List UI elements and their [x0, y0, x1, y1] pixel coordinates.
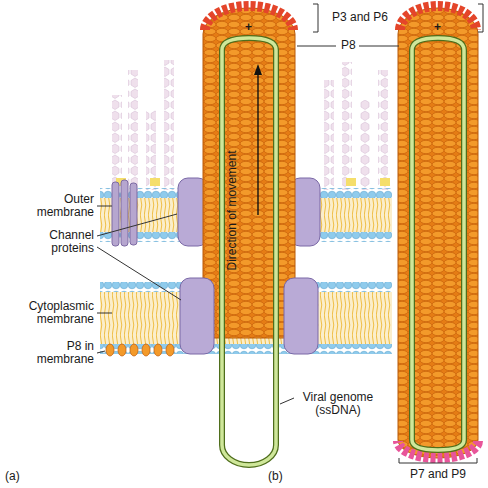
- membrane-label: Cytoplasmic membrane: [20, 300, 94, 326]
- protein-label: P3 and P6: [332, 11, 388, 24]
- polarity-sign: +: [434, 21, 441, 34]
- p8-in-membrane: [106, 344, 174, 356]
- viral-genome: [412, 38, 464, 450]
- protein-label: Channel proteins: [36, 229, 94, 255]
- phage-coat: [203, 8, 295, 338]
- polarity-sign: +: [245, 21, 252, 34]
- protein-label: P8: [341, 39, 356, 52]
- leader-lines: [97, 4, 483, 463]
- viral-genome: [412, 38, 464, 450]
- direction-label: Direction of movement: [226, 150, 239, 270]
- genome-label: Viral genome (ssDNA): [296, 391, 380, 417]
- phage-coat: [398, 8, 478, 458]
- viral-genome: [222, 38, 276, 465]
- porin-protein: [112, 180, 137, 246]
- panel-label: (b): [268, 470, 283, 483]
- panel-label: (a): [5, 470, 20, 483]
- protein-label: P8 in membrane: [36, 340, 94, 366]
- membrane-label: Outer membrane: [36, 193, 94, 219]
- viral-genome: [222, 38, 276, 465]
- protein-label: P7 and P9: [410, 468, 466, 481]
- channel-protein: [180, 278, 318, 354]
- direction-arrow: [254, 64, 262, 215]
